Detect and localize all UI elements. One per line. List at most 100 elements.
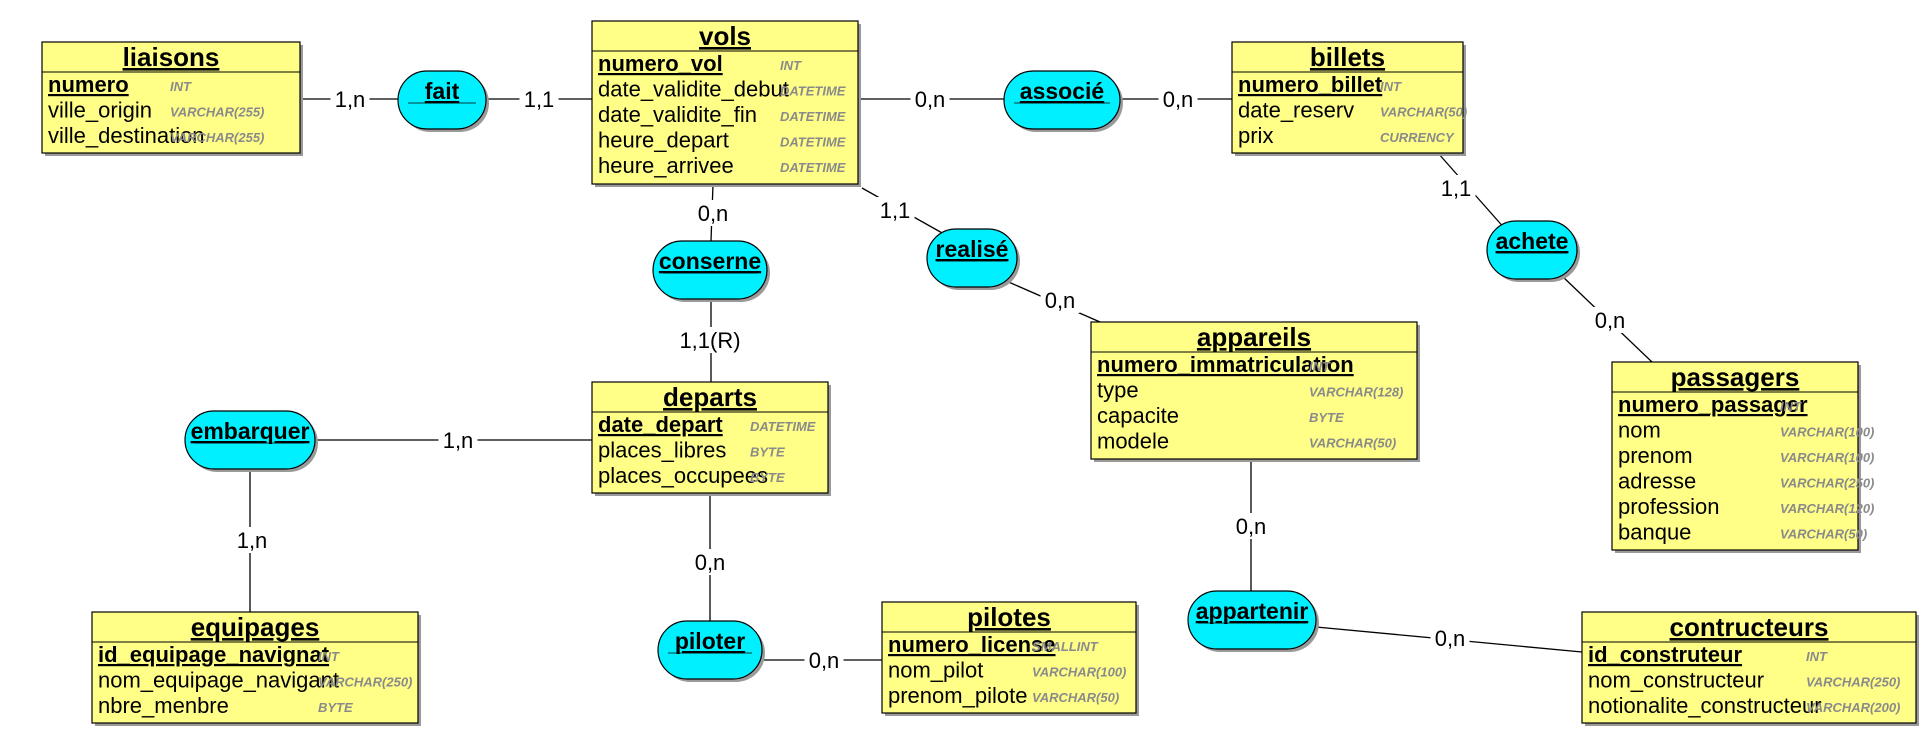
association-shape bbox=[657, 620, 763, 680]
entity-box bbox=[1231, 41, 1464, 154]
entity-title: contructeurs bbox=[1670, 612, 1829, 642]
attribute-type: VARCHAR(250) bbox=[318, 675, 412, 690]
cardinality-label: 0,n bbox=[1045, 288, 1076, 313]
cardinality-label: 1,1 bbox=[524, 87, 555, 112]
attribute-name: heure_arrivee bbox=[598, 153, 734, 178]
cardinality-bg bbox=[1430, 625, 1470, 651]
association-label: associé bbox=[1020, 78, 1104, 104]
association-label: piloter bbox=[675, 628, 745, 654]
attribute-name: nom_constructeur bbox=[1588, 668, 1764, 693]
attribute-type: VARCHAR(100) bbox=[1780, 425, 1874, 440]
attribute-type: VARCHAR(50) bbox=[1380, 105, 1467, 120]
attribute-name: ville_destination bbox=[48, 123, 205, 148]
entity-equipages[interactable]: equipagesid_equipage_navignatINTnom_equi… bbox=[91, 611, 421, 726]
attribute-name: profession bbox=[1618, 494, 1720, 519]
entity-box bbox=[91, 611, 419, 724]
association-associe[interactable]: associé bbox=[1003, 70, 1123, 132]
cardinality-label: 0,n bbox=[1435, 626, 1466, 651]
association-appartenir[interactable]: appartenir bbox=[1187, 590, 1319, 652]
cardinality-bg bbox=[330, 86, 370, 112]
association-shape bbox=[1003, 70, 1121, 130]
attribute-type: BYTE bbox=[750, 445, 785, 460]
association-label: embarquer bbox=[191, 418, 310, 444]
attribute-type: BYTE bbox=[750, 470, 785, 485]
attribute-key: id_construteur bbox=[1588, 642, 1742, 667]
entity-box bbox=[1090, 321, 1418, 460]
association-shape bbox=[397, 70, 487, 130]
cardinality-bg bbox=[519, 86, 559, 112]
attribute-type: VARCHAR(255) bbox=[170, 130, 264, 145]
association-fait[interactable]: fait bbox=[397, 70, 489, 132]
association-label: fait bbox=[425, 78, 460, 104]
attribute-type: DATETIME bbox=[780, 135, 846, 150]
cardinality-bg bbox=[1040, 287, 1080, 313]
association-piloter[interactable]: piloter bbox=[657, 620, 765, 682]
cardinality-label: 1,n bbox=[237, 528, 268, 553]
entity-title: equipages bbox=[191, 612, 320, 642]
attribute-name: prix bbox=[1238, 123, 1273, 148]
attribute-type: INT bbox=[1380, 79, 1402, 94]
attribute-type: VARCHAR(50) bbox=[1780, 527, 1867, 542]
attribute-key: id_equipage_navignat bbox=[98, 642, 330, 667]
attribute-name: ville_origin bbox=[48, 98, 152, 123]
cardinality-bg bbox=[910, 86, 950, 112]
cardinality-bg bbox=[1158, 86, 1198, 112]
entity-box bbox=[591, 381, 829, 494]
cardinality-label: 1,n bbox=[335, 87, 366, 112]
attribute-type: INT bbox=[780, 58, 802, 73]
attribute-type: DATETIME bbox=[780, 84, 846, 99]
attribute-type: CURRENCY bbox=[1380, 130, 1455, 145]
entity-box bbox=[1581, 611, 1917, 724]
attribute-name: nom bbox=[1618, 418, 1661, 443]
cardinality-bg bbox=[693, 200, 733, 226]
cardinality-label: 0,n bbox=[1163, 87, 1194, 112]
association-embarquer[interactable]: embarquer bbox=[184, 410, 318, 472]
attribute-type: DATETIME bbox=[780, 109, 846, 124]
cardinality-bg bbox=[1436, 175, 1476, 201]
cardinality-label: 0,n bbox=[695, 550, 726, 575]
entity-box bbox=[881, 601, 1137, 714]
attribute-name: date_validite_fin bbox=[598, 102, 757, 127]
entity-box bbox=[591, 20, 859, 185]
association-achete[interactable]: achete bbox=[1486, 220, 1580, 282]
cardinality-label: 0,n bbox=[809, 648, 840, 673]
association-conserne[interactable]: conserne bbox=[652, 240, 770, 302]
association-realise[interactable]: realisé bbox=[926, 228, 1020, 290]
cardinality-bg bbox=[690, 549, 730, 575]
cardinality-label: 0,n bbox=[698, 201, 729, 226]
entity-title: liaisons bbox=[123, 42, 220, 72]
attribute-type: VARCHAR(120) bbox=[1780, 501, 1874, 516]
association-label: realisé bbox=[936, 236, 1009, 262]
attribute-type: INT bbox=[318, 649, 340, 664]
attribute-key: numero_billet bbox=[1238, 72, 1383, 97]
entity-title: appareils bbox=[1197, 322, 1311, 352]
attribute-type: VARCHAR(255) bbox=[170, 105, 264, 120]
attribute-name: date_reserv bbox=[1238, 98, 1354, 123]
association-label: achete bbox=[1496, 228, 1569, 254]
association-shape bbox=[926, 228, 1018, 288]
cardinality-label: 1,n bbox=[443, 428, 474, 453]
attribute-type: DATETIME bbox=[780, 160, 846, 175]
attribute-name: places_libres bbox=[598, 438, 726, 463]
attribute-type: VARCHAR(250) bbox=[1780, 476, 1874, 491]
attribute-key: date_depart bbox=[598, 412, 723, 437]
entity-box bbox=[41, 41, 301, 154]
attribute-type: INT bbox=[170, 79, 192, 94]
association-label: conserne bbox=[659, 248, 761, 274]
attribute-name: prenom bbox=[1618, 443, 1693, 468]
attribute-type: VARCHAR(200) bbox=[1806, 700, 1900, 715]
entity-title: billets bbox=[1310, 42, 1385, 72]
attribute-name: nom_pilot bbox=[888, 658, 983, 683]
cardinality-bg bbox=[438, 427, 478, 453]
entity-title: pilotes bbox=[967, 602, 1051, 632]
